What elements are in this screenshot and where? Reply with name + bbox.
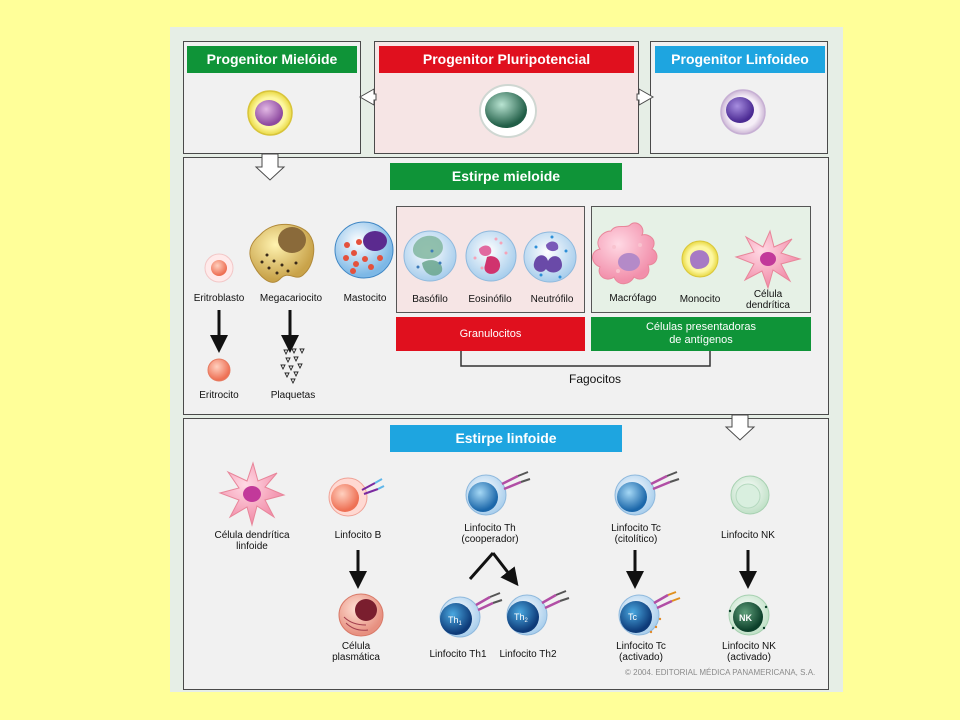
diagram-figure: Progenitor Mielóide Progenitor Pluripote… xyxy=(170,27,843,692)
lymphoid-progenitor-header: Progenitor Linfoideo xyxy=(655,46,825,73)
label-neutrofilo: Neutrófilo xyxy=(530,294,574,305)
label-macrofago: Macrófago xyxy=(609,293,657,304)
lymphoid-progenitor-cell xyxy=(720,89,766,135)
label-celula-plasmatica: Célula plasmática xyxy=(332,641,380,663)
flow-arrows xyxy=(254,88,756,441)
lymphoid-lineage-panel xyxy=(183,418,829,690)
label-linfocito-nk-activado: Linfocito NK (activado) xyxy=(722,641,776,663)
myeloid-progenitor-cell xyxy=(247,90,293,136)
arrow-to-lymphoid-progenitor xyxy=(636,88,655,106)
b-lymphocyte-cell xyxy=(328,477,385,517)
arrow-to-myeloid-lineage xyxy=(254,153,286,181)
nk-activated-cell: NK xyxy=(728,594,770,636)
plasma-cell xyxy=(338,593,384,637)
label-linfocito-th: Linfocito Th (cooperador) xyxy=(461,523,519,545)
arrow-to-myeloid-progenitor xyxy=(358,88,377,106)
arrow-to-lymphoid-lineage xyxy=(724,414,756,441)
label-linfocito-th2: Linfocito Th2 xyxy=(499,649,557,660)
label-linfocito-tc-activado: Linfocito Tc (activado) xyxy=(616,641,666,663)
label-mastocito: Mastocito xyxy=(343,293,387,304)
th1-mark: Th1 xyxy=(448,615,463,627)
label-monocito: Monocito xyxy=(679,294,721,305)
neutrophil-cell xyxy=(523,231,577,283)
label-eritroblasto: Eritroblasto xyxy=(193,293,245,304)
nk-lymphocyte-cell xyxy=(730,475,770,515)
arrows-th-to-th1-th2 xyxy=(468,552,513,579)
myeloid-progenitor-header: Progenitor Mielóide xyxy=(187,46,357,73)
granulocytes-header: Granulocitos xyxy=(396,317,585,351)
phagocytes-bracket xyxy=(460,351,711,367)
tc-mark: Tc xyxy=(628,612,638,622)
mast-cell xyxy=(334,221,394,279)
eosinophil-cell xyxy=(465,230,517,282)
label-linfocito-tc: Linfocito Tc (citolítico) xyxy=(611,523,661,545)
platelets xyxy=(280,348,305,385)
pluripotent-progenitor-header: Progenitor Pluripotencial xyxy=(379,46,634,73)
label-basofilo: Basófilo xyxy=(412,294,448,305)
copyright-credit: © 2004. EDITORIAL MÉDICA PANAMERICANA, S… xyxy=(625,668,816,677)
megakaryocyte-cell xyxy=(249,223,315,283)
th1-lymphocyte-cell: Th1 xyxy=(439,592,503,638)
dendritic-cell xyxy=(734,229,802,290)
label-dendritica-linfoide: Célula dendrítica linfoide xyxy=(214,530,290,552)
cell-graphics: Th1 Th2 Tc NK xyxy=(204,84,802,638)
tc-lymphocyte-cell xyxy=(614,471,680,516)
monocyte-cell xyxy=(681,240,719,278)
label-linfocito-th1: Linfocito Th1 xyxy=(429,649,487,660)
label-eritrocito: Eritrocito xyxy=(199,390,239,401)
th2-mark: Th2 xyxy=(514,612,529,624)
lymphoid-dendritic-cell xyxy=(218,461,286,527)
th2-lymphocyte-cell: Th2 xyxy=(506,590,570,636)
pluripotent-progenitor-cell xyxy=(479,84,537,138)
th-lymphocyte-cell xyxy=(465,471,531,516)
basophil-cell xyxy=(403,230,457,282)
erythroblast-cell xyxy=(204,253,234,283)
label-megacariocito: Megacariocito xyxy=(259,293,323,304)
tc-activated-cell: Tc xyxy=(618,591,681,636)
nk-mark: NK xyxy=(739,613,752,623)
lymphoid-lineage-header: Estirpe linfoide xyxy=(390,425,622,452)
macrophage-cell xyxy=(592,222,658,285)
label-fagocitos: Fagocitos xyxy=(568,372,622,386)
label-linfocito-b: Linfocito B xyxy=(334,530,382,541)
label-eosinofilo: Eosinófilo xyxy=(468,294,512,305)
erythrocyte-cell xyxy=(207,358,231,382)
myeloid-lineage-header: Estirpe mieloide xyxy=(390,163,622,190)
label-plaquetas: Plaquetas xyxy=(270,390,316,401)
label-linfocito-nk: Linfocito NK xyxy=(721,530,775,541)
apc-header: Células presentadoras de antígenos xyxy=(591,317,811,351)
label-celula-dendritica: Célula dendrítica xyxy=(746,289,790,311)
